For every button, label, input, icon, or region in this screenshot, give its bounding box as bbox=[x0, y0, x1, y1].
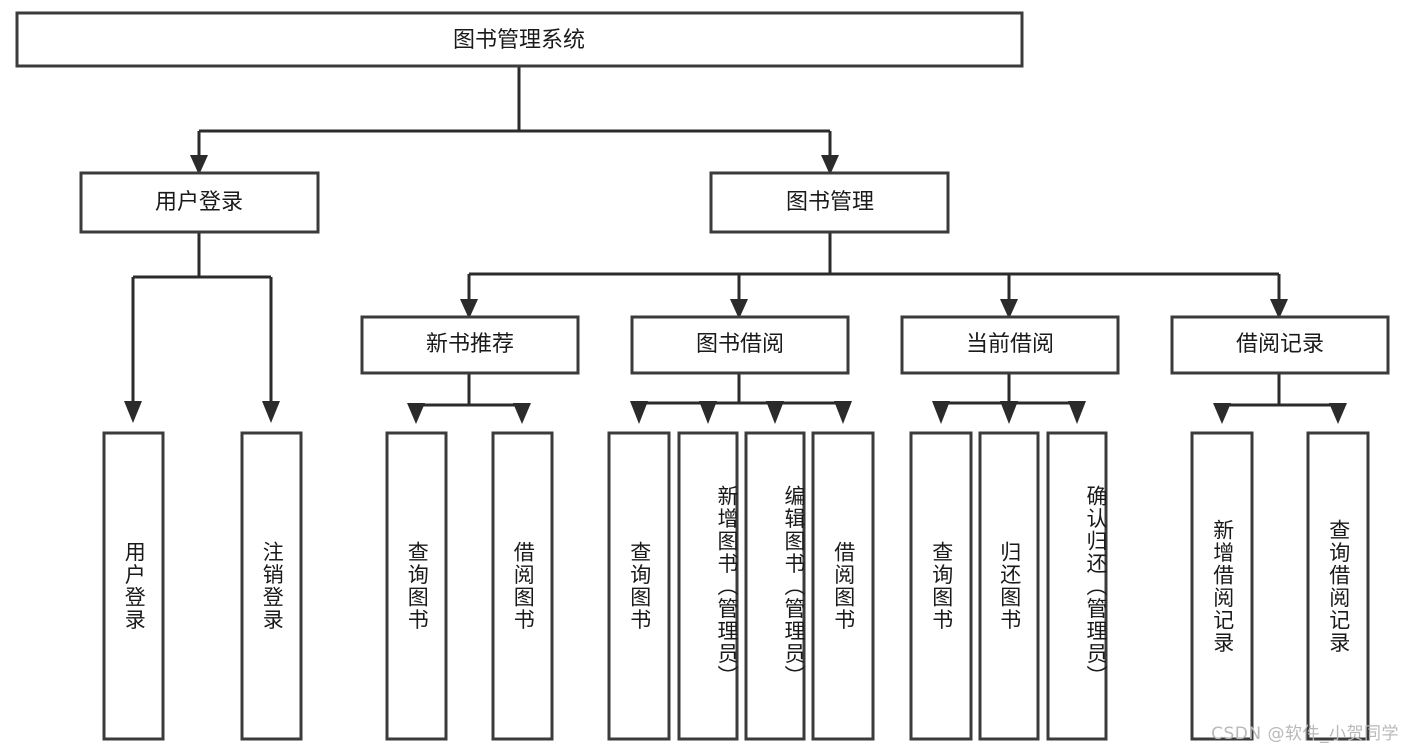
node-book-management[interactable]: 图书管理 bbox=[709, 171, 950, 234]
node-book-borrow[interactable]: 图书借阅 bbox=[630, 315, 850, 375]
leaf-box-bookborrow-query[interactable] bbox=[607, 431, 671, 741]
node-user-login-label: 用户登录 bbox=[155, 190, 243, 215]
leaf-box-user-login-login[interactable] bbox=[102, 431, 165, 741]
node-new-book-recommend-label: 新书推荐 bbox=[426, 332, 514, 357]
connector-root-to-level2 bbox=[190, 66, 839, 175]
leaf-box-currentborrow-return[interactable] bbox=[978, 431, 1040, 741]
node-root-book-management-system[interactable]: 图书管理系统 bbox=[15, 11, 1024, 68]
connector-bookmgmt-to-level3 bbox=[460, 232, 1288, 319]
leaf-box-currentborrow-confirm[interactable] bbox=[1046, 431, 1108, 741]
node-user-login[interactable]: 用户登录 bbox=[79, 171, 320, 234]
csdn-watermark: CSDN @软件_小贺同学 bbox=[1211, 724, 1399, 744]
node-book-management-label: 图书管理 bbox=[786, 190, 874, 215]
leaf-box-record-query[interactable] bbox=[1306, 431, 1370, 741]
leaf-box-newbook-borrow[interactable] bbox=[491, 431, 554, 741]
connector-currentborrow-to-leaves bbox=[932, 373, 1086, 424]
connector-userlogin-to-leaves bbox=[124, 232, 280, 423]
node-borrow-record[interactable]: 借阅记录 bbox=[1170, 315, 1390, 375]
connector-borrowrecord-to-leaves bbox=[1213, 373, 1347, 424]
leaf-box-bookborrow-borrow[interactable] bbox=[811, 431, 875, 741]
node-book-borrow-label: 图书借阅 bbox=[696, 332, 784, 357]
leaf-box-record-add[interactable] bbox=[1190, 431, 1254, 741]
leaf-box-newbook-query[interactable] bbox=[385, 431, 448, 741]
node-new-book-recommend[interactable]: 新书推荐 bbox=[360, 315, 580, 375]
leaf-box-user-login-logout[interactable] bbox=[240, 431, 303, 741]
leaf-box-bookborrow-add[interactable] bbox=[677, 431, 739, 741]
connector-bookborrow-to-leaves bbox=[630, 373, 852, 424]
connector-newbook-to-leaves bbox=[407, 373, 531, 424]
node-current-borrow-label: 当前借阅 bbox=[966, 332, 1054, 357]
node-current-borrow[interactable]: 当前借阅 bbox=[900, 315, 1120, 375]
leaf-box-bookborrow-edit[interactable] bbox=[744, 431, 806, 741]
leaf-box-currentborrow-query[interactable] bbox=[909, 431, 973, 741]
node-root-label: 图书管理系统 bbox=[453, 28, 585, 53]
node-borrow-record-label: 借阅记录 bbox=[1236, 332, 1324, 357]
